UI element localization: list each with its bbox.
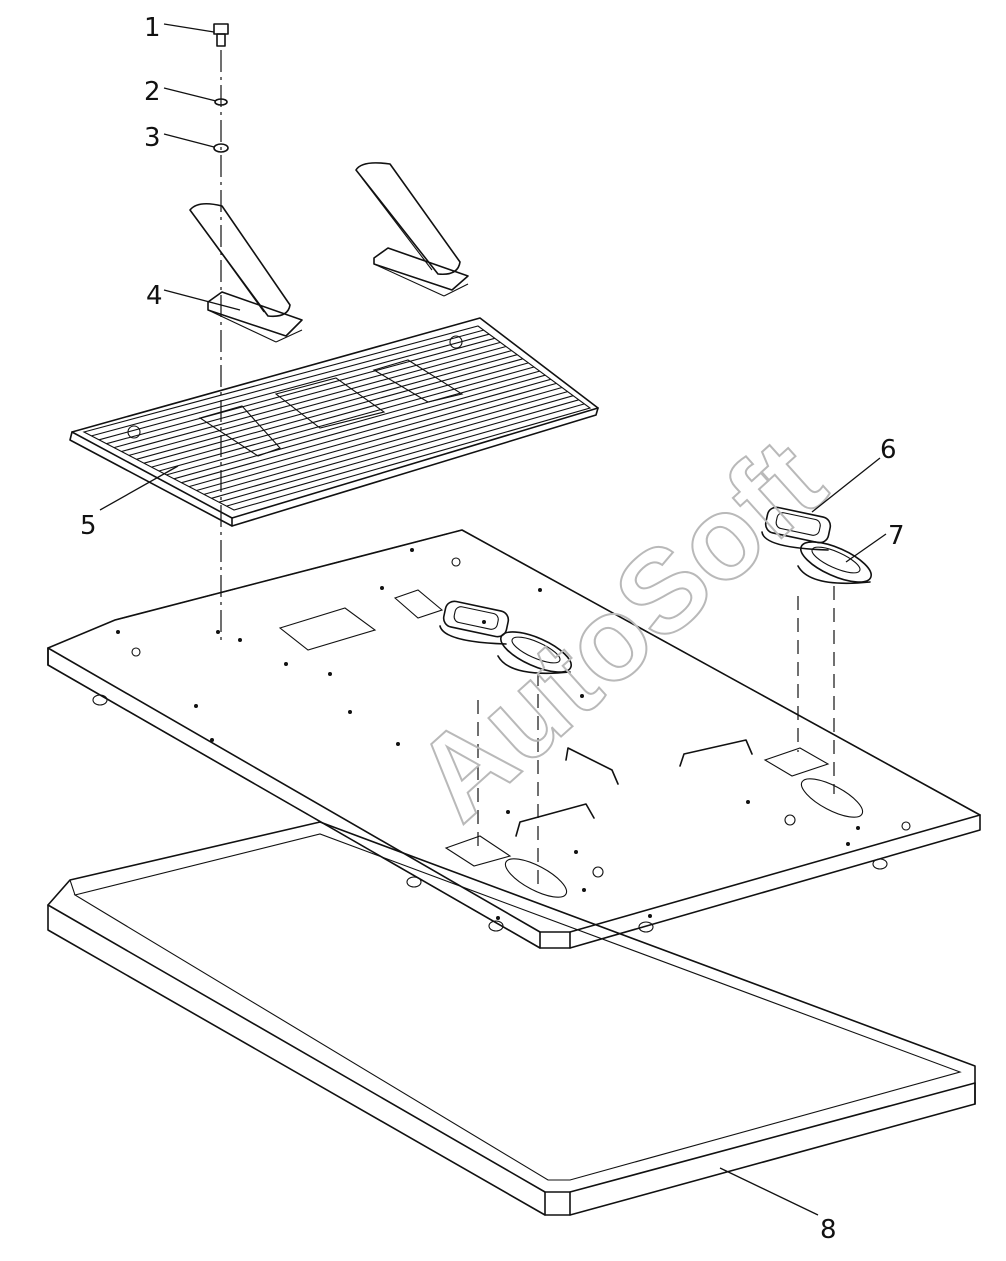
- base-frame: [47, 821, 976, 1216]
- grommet-rect-installed: [439, 600, 510, 645]
- mat-rib: [98, 333, 490, 441]
- watermark: AutoSoft: [390, 414, 848, 845]
- mat-rib: [218, 399, 579, 503]
- callout-numbers: 1 2 3 4 5 6 7 8: [80, 13, 905, 1245]
- flat-washer: [213, 143, 229, 153]
- callout-leaders: [99, 23, 887, 1216]
- grommet-oval-installed: [497, 631, 572, 675]
- mat-rib: [91, 329, 484, 437]
- mat-rib: [121, 345, 507, 453]
- mat-rib: [158, 366, 535, 472]
- floor-mat: [69, 317, 599, 527]
- mat-rib: [226, 403, 585, 507]
- mat-rib: [106, 337, 495, 445]
- callout-1: 1: [144, 13, 161, 43]
- mat-rib: [136, 354, 518, 460]
- bolt: [213, 23, 229, 47]
- mat-rib: [128, 350, 512, 456]
- callout-6: 6: [880, 435, 897, 465]
- callout-2: 2: [144, 77, 161, 107]
- callout-7: 7: [888, 521, 905, 551]
- callout-5: 5: [80, 511, 97, 541]
- mat-rib: [143, 358, 523, 464]
- mat-rib: [211, 395, 574, 499]
- mat-rib: [166, 370, 540, 476]
- mat-rib: [151, 362, 529, 468]
- pedal-right: [355, 162, 469, 297]
- mat-rib: [188, 382, 557, 488]
- callout-8: 8: [820, 1215, 837, 1245]
- mat-rib: [196, 386, 563, 492]
- callout-4: 4: [146, 281, 163, 311]
- floor-plate: [47, 529, 981, 949]
- mat-rib: [113, 341, 501, 449]
- mat-rib: [203, 391, 568, 495]
- grommet-rect: [761, 506, 832, 551]
- callout-3: 3: [144, 123, 161, 153]
- pedal-left: [189, 202, 303, 343]
- mat-rib: [181, 378, 551, 484]
- mat-rib: [173, 374, 546, 480]
- grommet-oval: [797, 541, 872, 585]
